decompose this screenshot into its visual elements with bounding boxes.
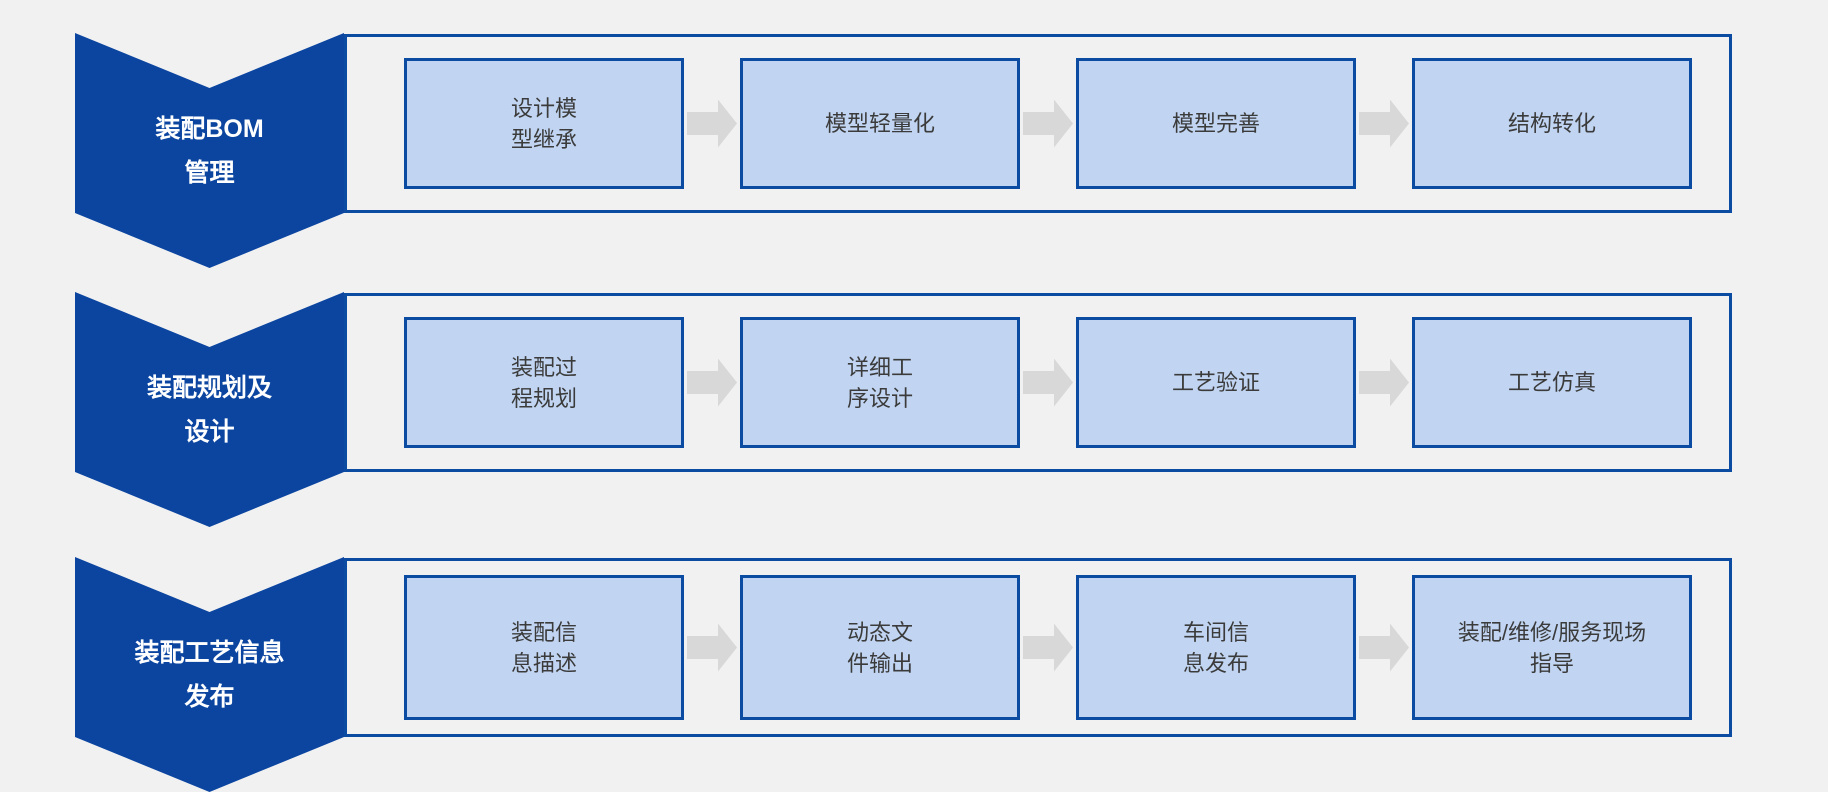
flow-arrow-icon (687, 623, 737, 672)
process-step-box: 详细工 序设计 (740, 317, 1020, 448)
stage-label: 装配工艺信息 发布 (134, 638, 285, 711)
process-step-box: 模型轻量化 (740, 58, 1020, 189)
flow-arrow-icon (687, 358, 737, 407)
stage-row-container-1: 设计模 型继承 模型轻量化 模型完善 结构转化 (344, 34, 1732, 213)
flow-arrow-icon (1023, 99, 1073, 148)
step-label: 详细工 序设计 (846, 354, 913, 411)
process-step-box: 动态文 件输出 (740, 575, 1020, 720)
flow-arrow-icon (1359, 623, 1409, 672)
step-label: 工艺仿真 (1507, 370, 1596, 395)
step-label: 动态文 件输出 (846, 619, 913, 676)
flow-arrow-icon (1023, 358, 1073, 407)
flow-arrow-icon (1359, 99, 1409, 148)
process-step-box: 车间信 息发布 (1076, 575, 1356, 720)
stage-row-container-2: 装配过 程规划 详细工 序设计 工艺验证 工艺仿真 (344, 293, 1732, 472)
process-step-box: 结构转化 (1412, 58, 1692, 189)
process-step-box: 工艺仿真 (1412, 317, 1692, 448)
flow-arrow-icon (1023, 623, 1073, 672)
step-label: 装配/维修/服务现场 指导 (1457, 619, 1647, 676)
step-label: 设计模 型继承 (510, 95, 577, 152)
stage-row-steps-2: 装配过 程规划 详细工 序设计 工艺验证 工艺仿真 (347, 296, 1729, 469)
stage-row-steps-3: 装配信 息描述 动态文 件输出 车间信 息发布 装配/维修/服务现场 指导 (347, 561, 1729, 734)
process-step-box: 装配/维修/服务现场 指导 (1412, 575, 1692, 720)
stage-chevron: 装配BOM 管理 (75, 33, 344, 268)
stage-chevron: 装配工艺信息 发布 (75, 557, 344, 792)
stage-row-container-3: 装配信 息描述 动态文 件输出 车间信 息发布 装配/维修/服务现场 指导 (344, 558, 1732, 737)
step-label: 装配过 程规划 (510, 354, 577, 411)
step-label: 车间信 息发布 (1182, 619, 1249, 676)
step-label: 模型轻量化 (824, 111, 935, 136)
step-label: 模型完善 (1171, 111, 1260, 136)
step-label: 工艺验证 (1171, 370, 1260, 395)
stage-label: 装配BOM 管理 (155, 114, 264, 187)
process-step-box: 装配过 程规划 (404, 317, 684, 448)
flow-arrow-icon (1359, 358, 1409, 407)
stage-row-steps-1: 设计模 型继承 模型轻量化 模型完善 结构转化 (347, 37, 1729, 210)
step-label: 结构转化 (1507, 111, 1596, 136)
process-step-box: 设计模 型继承 (404, 58, 684, 189)
step-label: 装配信 息描述 (510, 619, 577, 676)
process-step-box: 模型完善 (1076, 58, 1356, 189)
stage-label: 装配规划及 设计 (146, 373, 272, 446)
flow-arrow-icon (687, 99, 737, 148)
stage-chevron: 装配规划及 设计 (75, 292, 344, 527)
process-step-box: 工艺验证 (1076, 317, 1356, 448)
process-step-box: 装配信 息描述 (404, 575, 684, 720)
